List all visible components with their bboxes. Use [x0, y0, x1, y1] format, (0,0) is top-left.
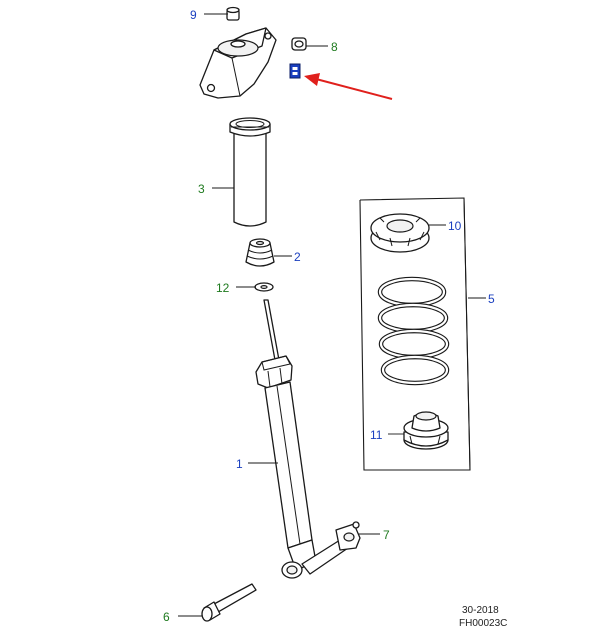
callout-11: 11 [370, 428, 383, 442]
callout-7: 7 [383, 528, 390, 542]
upper-spring-seat[interactable] [370, 213, 430, 253]
bracket-nut[interactable] [291, 37, 307, 51]
red-arrow [304, 73, 393, 100]
dust-boot[interactable] [229, 117, 271, 227]
top-nut[interactable] [226, 6, 240, 21]
lower-spring-seat[interactable] [403, 411, 449, 450]
top-mount-bracket[interactable] [199, 27, 277, 99]
callout-12: 12 [216, 281, 230, 295]
callout-labels: 9 8 3 2 12 1 10 5 11 7 6 [163, 8, 495, 624]
callout-5: 5 [488, 292, 495, 306]
shock-absorber[interactable] [255, 299, 317, 579]
bump-stop[interactable] [245, 238, 275, 267]
callout-9: 9 [190, 8, 197, 22]
highlight-marker[interactable] [289, 63, 301, 79]
spring-assembly-inset [359, 197, 471, 471]
washer[interactable] [254, 282, 274, 292]
mounting-bolt[interactable] [201, 583, 257, 622]
lower-link-arm[interactable] [301, 521, 361, 575]
callout-1: 1 [236, 457, 243, 471]
date-code: 30-2018 [462, 605, 499, 616]
callout-3: 3 [198, 182, 205, 196]
figure-id: FH00023C [459, 618, 507, 629]
coil-spring[interactable] [377, 276, 450, 386]
callout-10: 10 [448, 219, 462, 233]
callout-2: 2 [294, 250, 301, 264]
callout-8: 8 [331, 40, 338, 54]
callout-6: 6 [163, 610, 170, 624]
leader-lines [178, 13, 486, 617]
